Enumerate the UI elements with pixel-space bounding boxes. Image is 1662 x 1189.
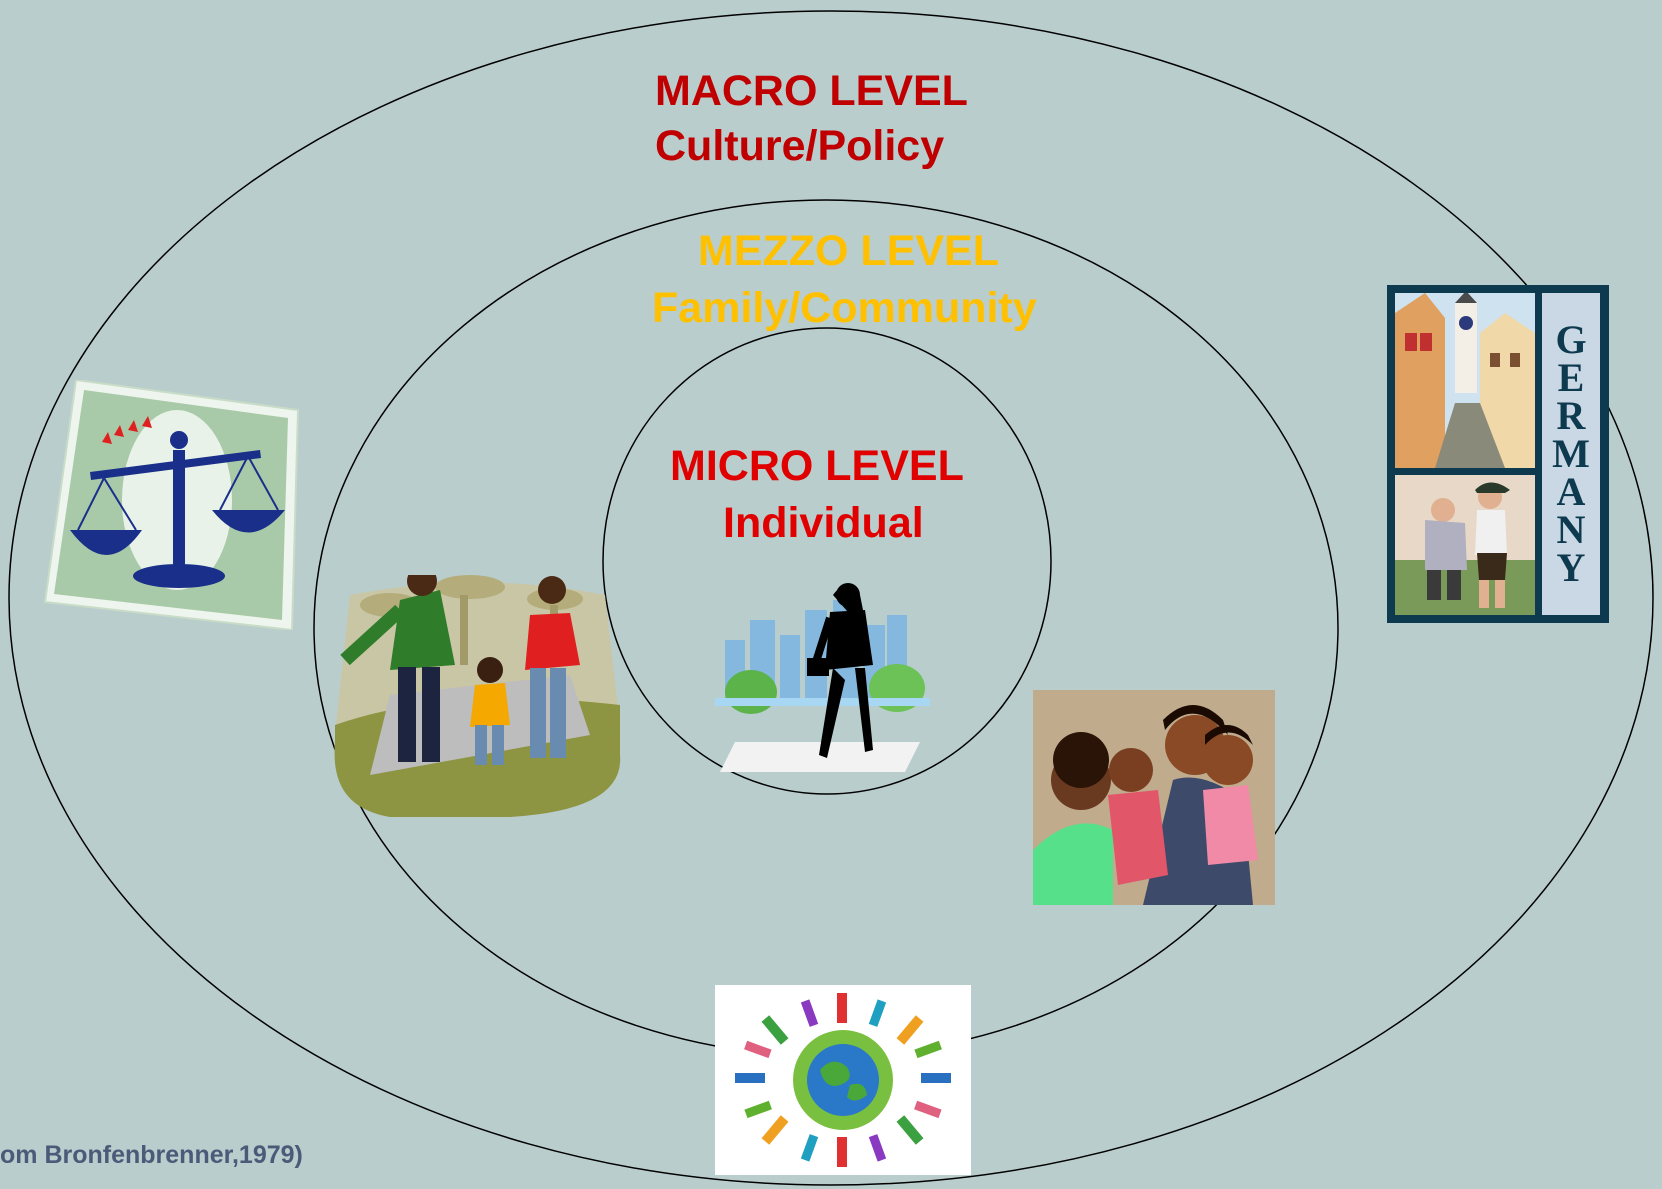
germany-letter: G <box>1555 317 1587 362</box>
mezzo-level-title: MEZZO LEVEL <box>698 227 999 275</box>
micro-level-title: MICRO LEVEL <box>670 442 964 490</box>
germany-letter: Y <box>1556 545 1586 590</box>
germany-vertical-title: G E R M A N Y <box>1542 293 1600 615</box>
bavarian-figures-illustration <box>1395 475 1535 615</box>
businesswoman-city-icon <box>715 583 930 772</box>
germany-letter: R <box>1556 393 1586 438</box>
germany-letter: M <box>1552 431 1590 476</box>
citation-text: om Bronfenbrenner,1979) <box>0 1141 303 1169</box>
mezzo-level-subtitle: Family/Community <box>652 284 1037 332</box>
germany-letter: E <box>1557 355 1585 400</box>
micro-ellipse <box>602 327 1052 795</box>
macro-ellipse <box>8 10 1654 1186</box>
micro-level-subtitle: Individual <box>723 499 924 547</box>
global-community-icon <box>715 985 971 1175</box>
family-walking-icon <box>334 575 621 817</box>
macro-level-subtitle: Culture/Policy <box>655 122 945 170</box>
macro-level-title: MACRO LEVEL <box>655 67 968 115</box>
germany-letter: N <box>1556 507 1586 552</box>
scales-of-justice-icon <box>43 380 300 630</box>
germany-letter: A <box>1556 469 1586 514</box>
family-portrait-icon <box>1033 690 1275 905</box>
village-street-illustration <box>1395 293 1535 468</box>
germany-poster-icon: G E R M A N Y <box>1387 285 1609 623</box>
